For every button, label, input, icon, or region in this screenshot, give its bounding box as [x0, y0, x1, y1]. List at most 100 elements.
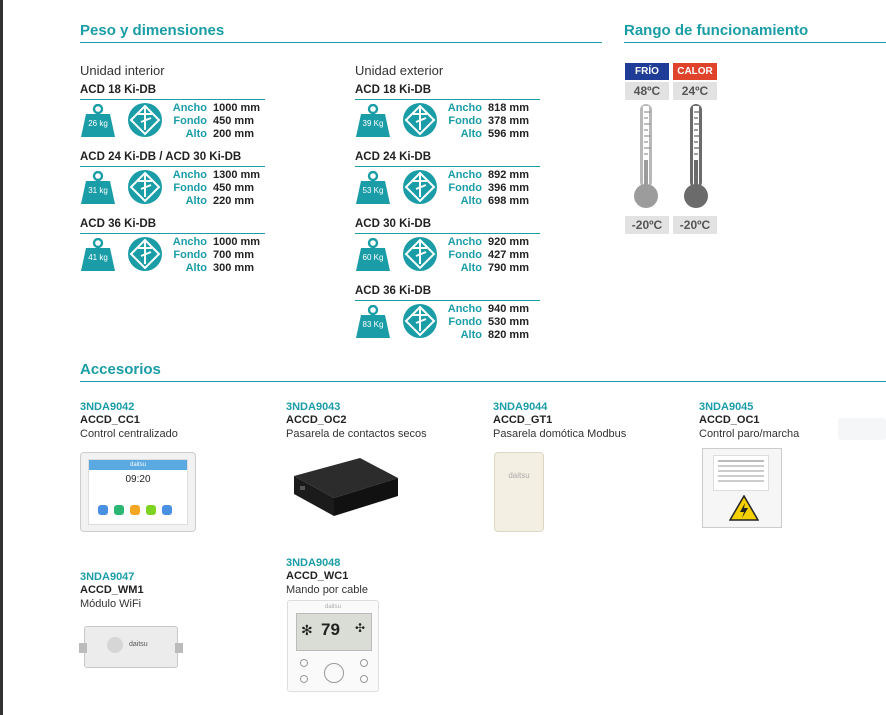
weight-icon	[81, 238, 115, 271]
weight-value: 41 kg	[88, 253, 108, 262]
fondo-label: Fondo	[448, 316, 482, 328]
alto-label: Alto	[185, 262, 207, 274]
alto-label: Alto	[460, 329, 482, 341]
fondo-label: Fondo	[448, 249, 482, 261]
ancho-label: Ancho	[447, 102, 482, 114]
accessory-model: ACCD_OC2	[286, 414, 347, 426]
weight-icon	[356, 171, 390, 204]
fondo-value: 530 mm	[488, 316, 529, 328]
fondo-label: Fondo	[173, 115, 207, 127]
accessory-description: Control paro/marcha	[699, 428, 800, 440]
alto-value: 300 mm	[213, 262, 254, 274]
screen-time: 09:20	[125, 474, 151, 485]
accessory-code: 3NDA9043	[286, 401, 341, 413]
centralized-control-image: daitsu 09:20	[80, 452, 196, 532]
wired-controller-image: daitsu ✻ 79 ✣	[287, 600, 379, 692]
wifi-module-image: daitsu	[79, 626, 183, 668]
screen-brand: daitsu	[129, 462, 146, 468]
weight-value: 39 Kg	[362, 119, 384, 128]
heat-range-column: CALOR 24ºC	[673, 63, 717, 100]
dimensions-icon	[403, 103, 437, 137]
weight-icon	[356, 305, 390, 338]
thermometers-graphic	[634, 104, 708, 208]
fondo-label: Fondo	[448, 115, 482, 127]
alto-value: 820 mm	[488, 329, 529, 341]
accessory-code: 3NDA9045	[699, 401, 754, 413]
dimensions-icon	[128, 103, 162, 137]
model-name: ACD 18 Ki-DB	[80, 84, 157, 96]
alto-value: 790 mm	[488, 262, 529, 274]
model-name: ACD 24 Ki-DB	[355, 151, 432, 163]
accessory-code: 3NDA9048	[286, 557, 341, 569]
ancho-label: Ancho	[447, 169, 482, 181]
fondo-value: 450 mm	[213, 115, 254, 127]
ancho-value: 940 mm	[488, 303, 529, 315]
model-name: ACD 30 Ki-DB	[355, 218, 432, 230]
ancho-label: Ancho	[172, 102, 207, 114]
accessory-model: ACCD_CC1	[80, 414, 140, 426]
model-rule	[355, 166, 540, 167]
ancho-label: Ancho	[447, 303, 482, 315]
snowflake-icon: ✻	[301, 622, 313, 638]
fondo-value: 450 mm	[213, 182, 254, 194]
alto-value: 200 mm	[213, 128, 254, 140]
cold-label: FRÍO	[625, 63, 669, 80]
model-rule	[80, 99, 265, 100]
model-rule	[355, 300, 540, 301]
outdoor-model-1: ACD 18 Ki-DB 39 Kg Ancho 818 mm Fondo 378 …	[355, 84, 540, 144]
accessory-code: 3NDA9042	[80, 401, 135, 413]
heat-thermometer-icon	[684, 104, 708, 208]
fondo-label: Fondo	[173, 182, 207, 194]
fondo-value: 378 mm	[488, 115, 529, 127]
electrical-warning-icon	[729, 495, 759, 521]
model-rule	[355, 99, 540, 100]
accessory-description: Control centralizado	[80, 428, 178, 440]
fondo-value: 396 mm	[488, 182, 529, 194]
weight-value: 60 Kg	[362, 253, 384, 262]
accessories-title: Accesorios	[80, 361, 161, 378]
fan-icon: ✣	[354, 621, 365, 635]
alto-label: Alto	[460, 128, 482, 140]
accessory-code: 3NDA9044	[493, 401, 548, 413]
weight-icon	[81, 171, 115, 204]
weights-title-rule	[80, 42, 602, 43]
dimensions-icon	[403, 304, 437, 338]
cold-range-column: FRÍO 48ºC	[625, 63, 669, 100]
ancho-value: 818 mm	[488, 102, 529, 114]
cold-thermometer-icon	[634, 104, 658, 208]
weight-value: 31 kg	[88, 186, 108, 195]
heat-max-temp: 24ºC	[673, 82, 717, 100]
accessory-model: ACCD_WM1	[80, 584, 144, 596]
weight-icon	[356, 104, 390, 137]
weight-icon	[81, 104, 115, 137]
model-name: ACD 36 Ki-DB	[355, 285, 432, 297]
ancho-label: Ancho	[447, 236, 482, 248]
alto-value: 220 mm	[213, 195, 254, 207]
fondo-value: 700 mm	[213, 249, 254, 261]
model-name: ACD 18 Ki-DB	[355, 84, 432, 96]
alto-value: 698 mm	[488, 195, 529, 207]
alto-label: Alto	[185, 128, 207, 140]
wifi-module-brand: daitsu	[129, 641, 148, 648]
outdoor-unit-heading: Unidad exterior	[355, 63, 444, 78]
fondo-label: Fondo	[173, 249, 207, 261]
model-name: ACD 24 Ki-DB / ACD 30 Ki-DB	[80, 151, 242, 163]
alto-value: 596 mm	[488, 128, 529, 140]
accessory-description: Pasarela domótica Modbus	[493, 428, 627, 440]
controller-brand: daitsu	[324, 604, 341, 610]
accessory-model: ACCD_WC1	[286, 570, 349, 582]
indoor-unit-heading: Unidad interior	[80, 63, 165, 78]
gateway-brand: daitsu	[508, 471, 530, 480]
controller-buttons	[300, 659, 368, 685]
accessory-description: Pasarela de contactos secos	[286, 428, 427, 440]
range-title-rule	[624, 42, 886, 43]
